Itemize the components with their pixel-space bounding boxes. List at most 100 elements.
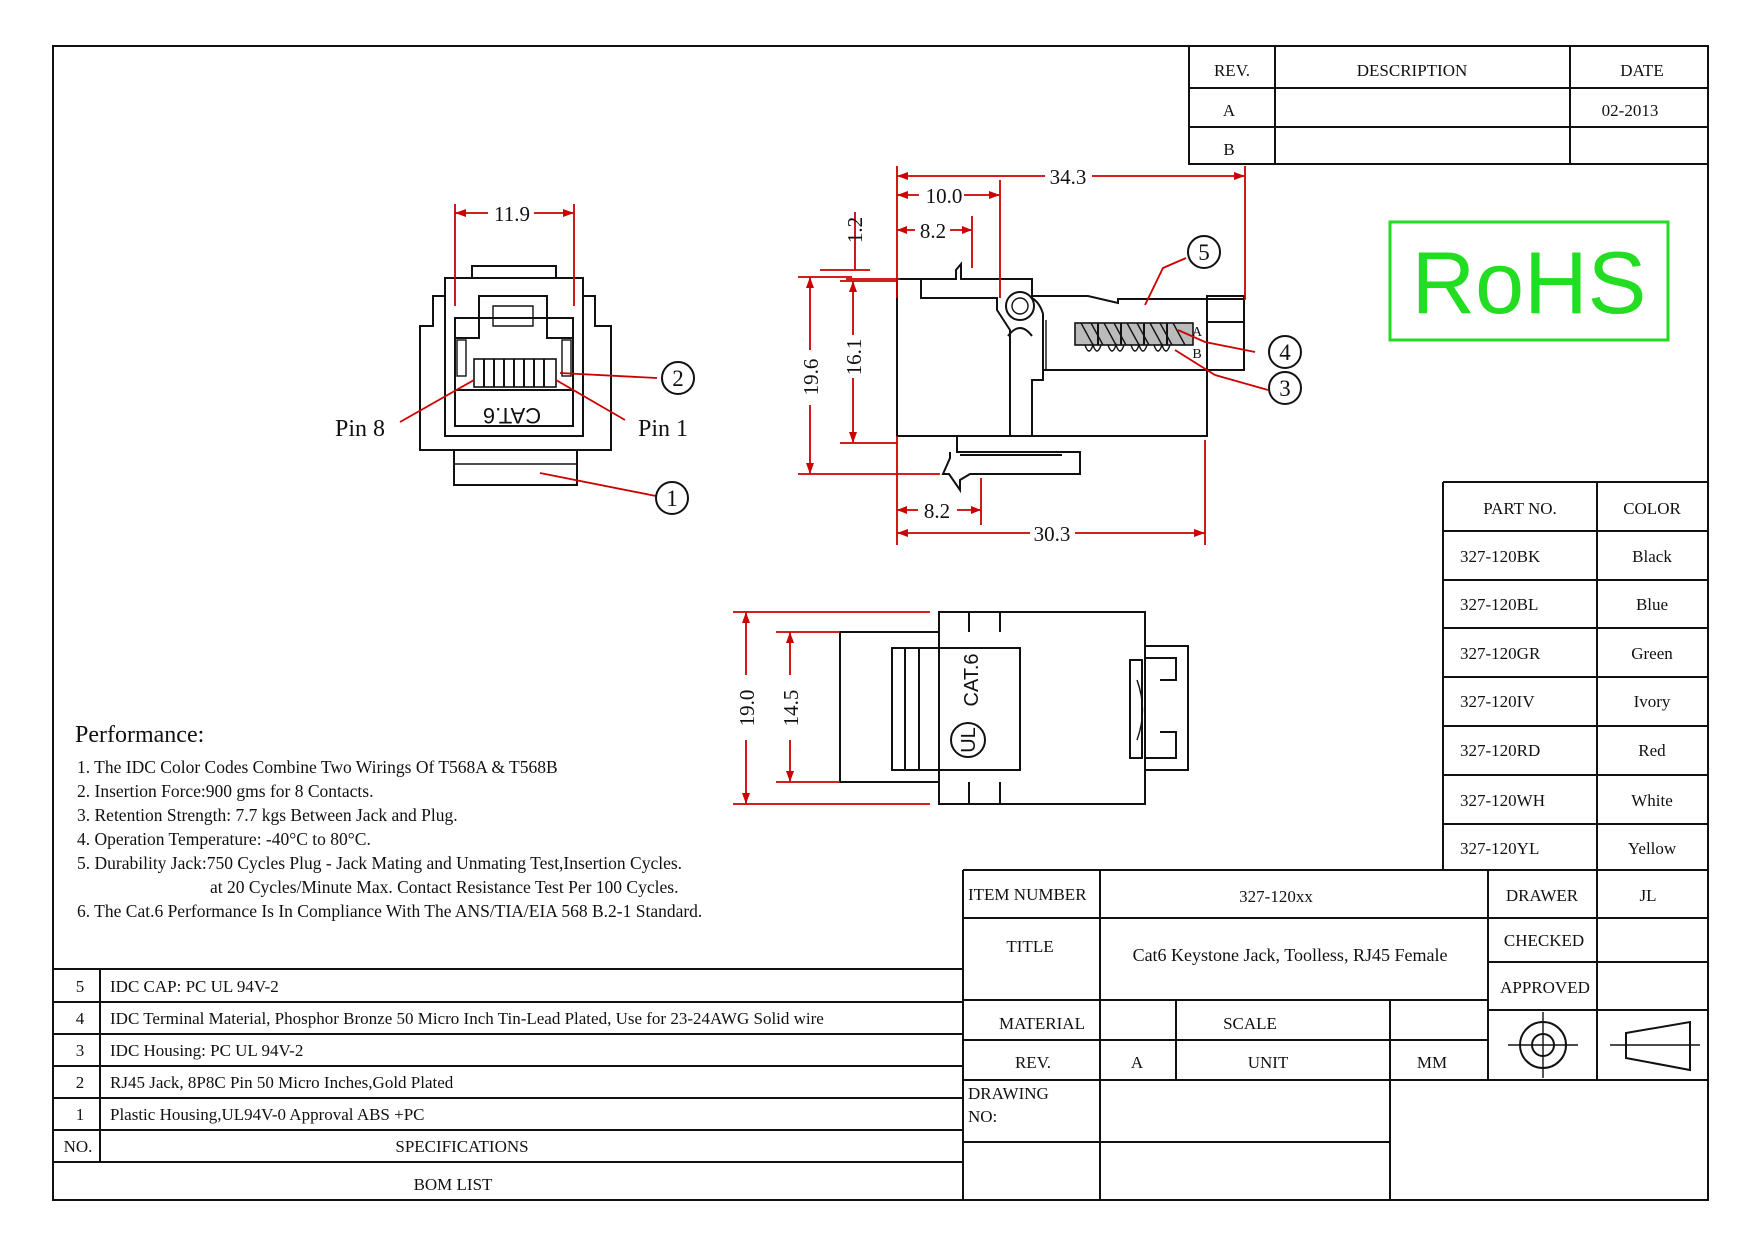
bom-spec-cell: IDC Terminal Material, Phosphor Bronze 5…: [110, 1009, 824, 1028]
callout-5: 5: [1187, 235, 1221, 269]
pin8-label: Pin 8: [335, 416, 385, 442]
performance-line: 1. The IDC Color Codes Combine Two Wirin…: [77, 757, 558, 777]
top-cat6-label: CAT.6: [961, 654, 983, 707]
dim-side-bottom-b: 30.3: [1034, 522, 1071, 546]
bom-spec-cell: IDC CAP: PC UL 94V-2: [110, 977, 279, 996]
bom-no-cell: 2: [76, 1073, 85, 1092]
rev-header: REV.: [1214, 61, 1250, 80]
pin1-label: Pin 1: [638, 416, 688, 442]
unit-label: UNIT: [1248, 1053, 1289, 1072]
title-label: TITLE: [1006, 937, 1053, 956]
side-view: A B 34.3 10.0 8.2 1.2 19.6 16.1: [798, 165, 1269, 546]
svg-text:5: 5: [1198, 240, 1210, 265]
rev-row-b: B: [1223, 140, 1234, 159]
performance-title: Performance:: [75, 722, 204, 748]
sheet-border: [52, 45, 1709, 1201]
color-cell: White: [1631, 791, 1673, 810]
dim-side-inner-height: 16.1: [842, 339, 866, 376]
part-no-header: PART NO.: [1483, 499, 1557, 518]
part-no-cell: 327-120WH: [1460, 791, 1545, 810]
bom-no-cell: 4: [76, 1009, 85, 1028]
performance-line: 2. Insertion Force:900 gms for 8 Contact…: [77, 781, 373, 801]
front-contacts: [473, 358, 557, 388]
callout-1: 1: [655, 481, 689, 515]
dim-side-a: 10.0: [926, 184, 963, 208]
description-header: DESCRIPTION: [1357, 61, 1468, 80]
color-cell: Red: [1638, 741, 1666, 760]
title-block: ITEM NUMBER 327-120xx TITLE Cat6 Keyston…: [962, 869, 1708, 1200]
date-header: DATE: [1620, 61, 1663, 80]
svg-text:4: 4: [1279, 340, 1291, 365]
color-cell: Blue: [1636, 595, 1668, 614]
item-number-value: 327-120xx: [1239, 887, 1313, 906]
dim-front-width: 11.9: [494, 202, 530, 226]
part-no-cell: 327-120YL: [1460, 839, 1539, 858]
bom-spec-cell: RJ45 Jack, 8P8C Pin 50 Micro Inches,Gold…: [110, 1073, 454, 1092]
bom-no-header: NO.: [64, 1137, 93, 1156]
callout-4: 4: [1268, 335, 1302, 369]
bom-no-cell: 5: [76, 977, 85, 996]
crosshair-icon: [1508, 1012, 1578, 1078]
top-view: CAT.6 UL 19.0 14.5: [733, 611, 1189, 805]
scale-label: SCALE: [1223, 1014, 1277, 1033]
performance-line: 5. Durability Jack:750 Cycles Plug - Jac…: [77, 853, 682, 873]
performance-line: 6. The Cat.6 Performance Is In Complianc…: [77, 901, 702, 921]
bom-spec-cell: IDC Housing: PC UL 94V-2: [110, 1041, 303, 1060]
front-cat6-label: CAT.6: [483, 403, 541, 428]
unit-value: MM: [1417, 1053, 1447, 1072]
revision-block: REV. DESCRIPTION DATE A 02-2013 B: [1188, 46, 1708, 165]
bom-no-cell: 3: [76, 1041, 85, 1060]
bom-table: 5 IDC CAP: PC UL 94V-2 4 IDC Terminal Ma…: [53, 968, 963, 1194]
drawing-no-label: NO:: [968, 1107, 997, 1126]
projection-cone-icon: [1610, 1020, 1700, 1072]
side-label-b: B: [1192, 347, 1201, 362]
color-cell: Black: [1632, 547, 1672, 566]
rev-row-a-date: 02-2013: [1602, 101, 1659, 120]
bom-spec-header: SPECIFICATIONS: [395, 1137, 528, 1156]
color-header: COLOR: [1623, 499, 1681, 518]
drawer-label: DRAWER: [1506, 886, 1579, 905]
side-idc-contacts: [1074, 322, 1194, 352]
color-cell: Green: [1631, 644, 1673, 663]
dim-top-outer: 19.0: [735, 690, 759, 727]
dim-side-height: 19.6: [799, 359, 823, 396]
material-label: MATERIAL: [999, 1014, 1085, 1033]
callout-2: 2: [661, 361, 695, 395]
top-ul-mark: UL: [958, 727, 980, 753]
part-no-cell: 327-120BL: [1460, 595, 1538, 614]
drawer-value: JL: [1640, 886, 1657, 905]
dim-side-length: 34.3: [1050, 165, 1087, 189]
parts-table: PART NO. COLOR 327-120BK Black 327-120BL…: [1442, 481, 1708, 870]
item-number-label: ITEM NUMBER: [968, 885, 1087, 904]
part-no-cell: 327-120GR: [1460, 644, 1541, 663]
bom-no-cell: 1: [76, 1105, 85, 1124]
rev-row-a: A: [1223, 101, 1236, 120]
performance-line: 4. Operation Temperature: -40°C to 80°C.: [77, 829, 371, 849]
rev-value: A: [1131, 1053, 1144, 1072]
side-label-a: A: [1192, 325, 1203, 340]
performance-line: at 20 Cycles/Minute Max. Contact Resista…: [210, 877, 678, 897]
bom-list-footer: BOM LIST: [414, 1175, 493, 1194]
part-no-cell: 327-120IV: [1460, 692, 1535, 711]
checked-label: CHECKED: [1504, 931, 1584, 950]
color-cell: Yellow: [1628, 839, 1677, 858]
front-view: CAT.6 11.9 Pin 8 Pin 1: [335, 202, 688, 497]
rev-label: REV.: [1015, 1053, 1051, 1072]
title-value: Cat6 Keystone Jack, Toolless, RJ45 Femal…: [1133, 945, 1448, 965]
dim-side-b: 8.2: [920, 219, 946, 243]
part-no-cell: 327-120BK: [1460, 547, 1541, 566]
svg-text:3: 3: [1279, 376, 1291, 401]
callout-3: 3: [1268, 371, 1302, 405]
dim-top-inner: 14.5: [779, 690, 803, 727]
svg-text:2: 2: [672, 366, 684, 391]
bom-spec-cell: Plastic Housing,UL94V-0 Approval ABS +PC: [110, 1105, 425, 1124]
color-cell: Ivory: [1634, 692, 1671, 711]
performance-line: 3. Retention Strength: 7.7 kgs Between J…: [77, 805, 458, 825]
drawing-no-label: DRAWING: [968, 1084, 1049, 1103]
part-no-cell: 327-120RD: [1460, 741, 1540, 760]
dim-side-c: 1.2: [843, 217, 867, 243]
rohs-logo: RoHS: [1388, 220, 1670, 342]
rohs-label: RoHS: [1412, 233, 1647, 332]
